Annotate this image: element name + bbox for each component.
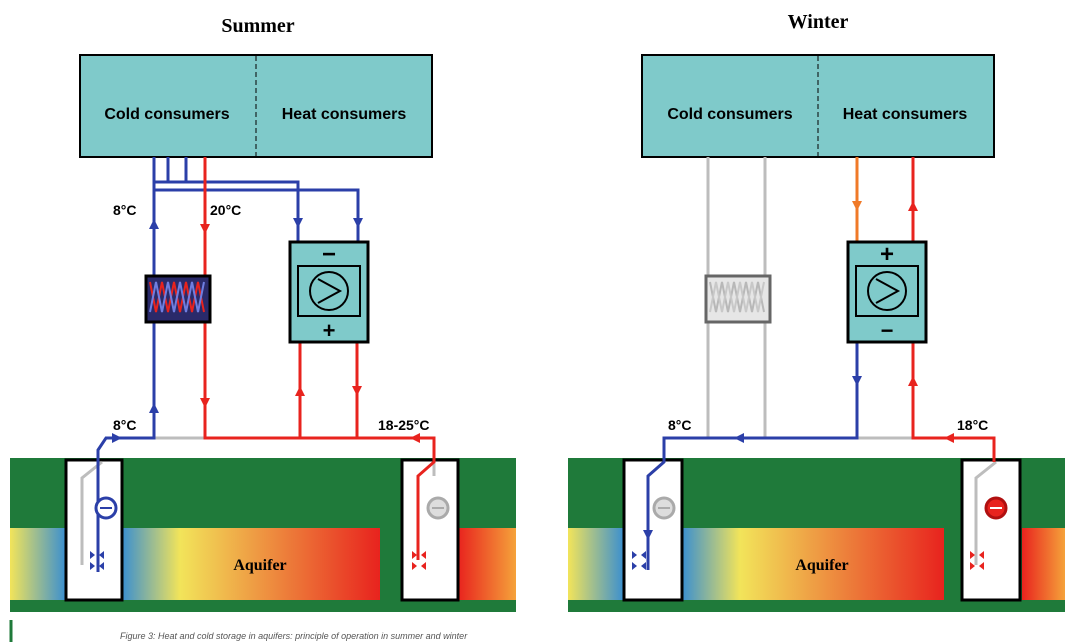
summer-warm-well <box>400 458 460 602</box>
winter-warm-well <box>960 458 1022 602</box>
well-pump-icon <box>632 496 676 570</box>
summer-temp-warm-well: 18-25°C <box>378 417 430 433</box>
flow-arrow-icon <box>200 224 210 234</box>
summer-cold-well <box>64 458 124 602</box>
well-pump-icon <box>970 496 1008 570</box>
summer-cold-consumers-label: Cold consumers <box>104 106 229 123</box>
summer-temp-return: 20°C <box>210 202 241 218</box>
flow-arrow-icon <box>295 386 305 396</box>
flow-arrow-icon <box>734 433 744 443</box>
winter-heat-pump-bottom-sign: − <box>881 318 894 343</box>
flow-arrow-icon <box>852 201 862 211</box>
heat-pump-icon: + − <box>846 240 928 344</box>
heat-pump-icon: − + <box>288 240 370 344</box>
winter-heat-pump-top-sign: + <box>880 241 894 268</box>
winter-panel: Winter Cold consumers Heat consumers Aqu… <box>568 11 1065 612</box>
winter-aquifer-left <box>568 528 624 600</box>
flow-arrow-icon <box>908 376 918 386</box>
winter-title: Winter <box>788 11 849 33</box>
summer-panel: Summer Cold consumers Heat consumers Aqu… <box>10 15 516 612</box>
summer-aquifer-left <box>10 528 66 600</box>
heat-exchanger-icon <box>704 274 772 324</box>
winter-cold-pipes <box>646 342 859 570</box>
flow-arrow-icon <box>293 218 303 228</box>
winter-temp-warm-well: 18°C <box>957 417 988 433</box>
summer-flow-arrows <box>112 218 420 443</box>
flow-arrow-icon <box>643 530 653 540</box>
summer-heat-pump-bottom-sign: + <box>323 318 336 343</box>
flow-arrow-icon <box>200 398 210 408</box>
flow-arrow-icon <box>149 219 159 229</box>
summer-heat-pump-top-sign: − <box>322 241 336 268</box>
figure-caption: Figure 3: Heat and cold storage in aquif… <box>120 631 468 641</box>
flow-arrow-icon <box>944 433 954 443</box>
winter-cold-consumers-label: Cold consumers <box>667 106 792 123</box>
well-pump-icon <box>90 496 118 570</box>
winter-aquifer-center <box>740 528 944 600</box>
flow-arrow-icon <box>908 201 918 211</box>
winter-aquifer-label: Aquifer <box>795 557 848 574</box>
summer-temp-supply-cold: 8°C <box>113 202 137 218</box>
flow-arrow-icon <box>353 218 363 228</box>
summer-title: Summer <box>221 15 294 37</box>
flow-arrow-icon <box>410 433 420 443</box>
flow-arrow-icon <box>112 433 122 443</box>
flow-arrow-icon <box>852 376 862 386</box>
winter-flow-arrows <box>643 201 954 540</box>
winter-temp-cold-well: 8°C <box>668 417 692 433</box>
summer-aquifer-center <box>180 528 380 600</box>
summer-aquifer-right <box>458 528 516 600</box>
flow-arrow-icon <box>149 403 159 413</box>
summer-aquifer-mid-left <box>122 528 180 600</box>
flow-arrow-icon <box>352 386 362 396</box>
winter-aquifer-right <box>1022 528 1065 600</box>
winter-heat-consumers-label: Heat consumers <box>843 106 968 123</box>
well-pump-icon <box>412 496 450 570</box>
summer-heat-consumers-label: Heat consumers <box>282 106 407 123</box>
summer-temp-cold-well: 8°C <box>113 417 137 433</box>
summer-aquifer-label: Aquifer <box>233 557 286 574</box>
heat-exchanger-icon <box>144 274 212 324</box>
winter-aquifer-mid-left <box>682 528 740 600</box>
